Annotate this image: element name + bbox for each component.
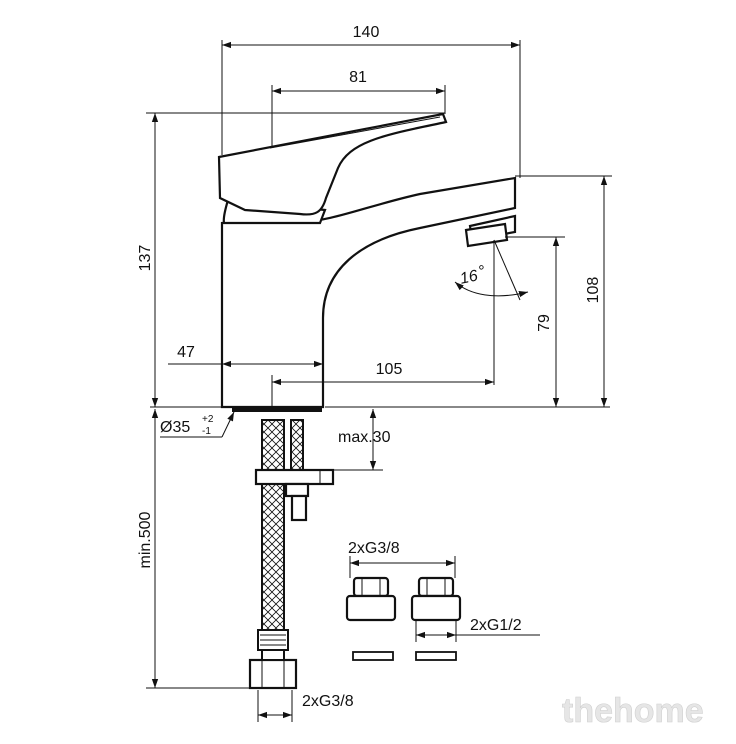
dim-spray-angle-unit: ° [477, 263, 487, 281]
adapter-left [345, 576, 397, 661]
dim-spray-angle: 16 [458, 267, 479, 287]
mounting-base [150, 406, 610, 412]
dim-reach: 105 [376, 361, 403, 378]
dim-adapter-thread-side: 2xG1/2 [470, 617, 522, 634]
dim-total-height: 137 [137, 245, 154, 272]
supply-hose [261, 419, 304, 631]
dim-tolerance-lower: -1 [202, 426, 211, 437]
dim-base-diameter: Ø35 [160, 419, 190, 436]
dim-base-offset: 47 [177, 344, 195, 361]
faucet-handle [217, 112, 448, 216]
hose-connector [248, 629, 298, 690]
dim-spout-height: 108 [585, 277, 602, 304]
dimension-lines [146, 40, 612, 722]
dim-adapter-thread-top: 2xG3/8 [348, 540, 400, 557]
dim-connector-thread: 2xG3/8 [302, 693, 354, 710]
dim-max-thickness: max.30 [338, 429, 391, 446]
dim-outlet-height: 79 [536, 314, 553, 332]
dim-hose-length: min.500 [137, 511, 154, 568]
faucet-body [220, 176, 517, 409]
dimension-labels: 140 81 137 108 79 47 105 16 ° Ø35 +2 -1 … [137, 24, 602, 710]
dim-tolerance-upper: +2 [202, 414, 214, 425]
dim-total-width: 140 [353, 24, 380, 41]
adapter-right [410, 576, 462, 661]
watermark: thehome [562, 692, 704, 730]
mounting-nut [254, 468, 335, 522]
dim-handle-width: 81 [349, 69, 367, 86]
